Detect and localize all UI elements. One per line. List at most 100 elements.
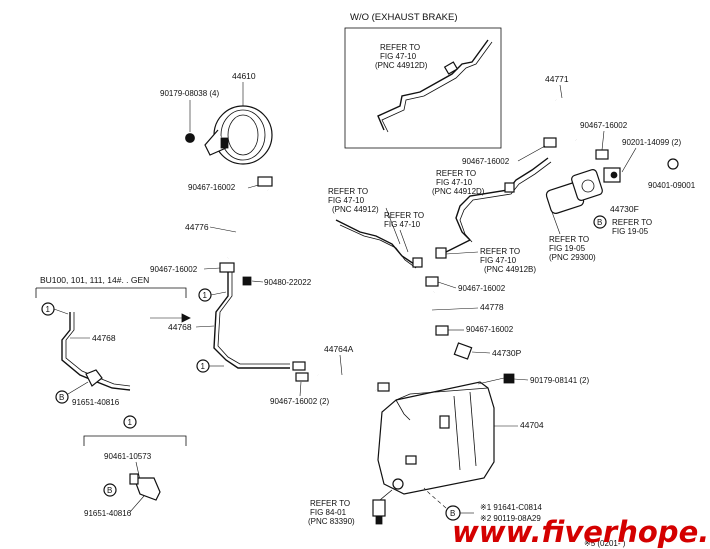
mid-b-refer-3: (PNC 44912B) <box>484 265 536 274</box>
inset-box: W/O (EXHAUST BRAKE) REFER TO FIG 47-10 (… <box>344 12 502 149</box>
sensor-tip <box>375 515 383 525</box>
pipe-mid-b <box>339 224 417 269</box>
mid-left-refer-3: (PNC 44912) <box>332 205 379 214</box>
clip-90461 <box>133 477 161 501</box>
label-90467-e: 90467-16002 <box>462 157 510 166</box>
pipe-44768-edge <box>217 272 290 365</box>
bottom-group: REFER TO FIG 84-01 (PNC 83390) B ※1 9164… <box>308 487 626 548</box>
callout-b-variant-text: B <box>59 393 64 402</box>
leader-fig19 <box>551 211 561 235</box>
mid-b-refer-2: FIG 47-10 <box>480 256 517 265</box>
watermark: www.fiverhope.com <box>452 515 710 549</box>
inset-clamp <box>443 61 459 75</box>
pipe-mid-a <box>335 219 415 265</box>
leader-tank-bolt <box>477 377 505 385</box>
leader-callout-1-variant <box>53 308 69 315</box>
tank-44704: 44704 90179-08141 (2) <box>377 373 589 495</box>
label-90480: 90480-22022 <box>264 278 312 287</box>
leader-mid-left <box>385 207 401 245</box>
hose-mid-short <box>445 239 471 253</box>
bottom-refer-3: (PNC 83390) <box>308 517 355 526</box>
leader-90201 <box>621 147 637 173</box>
label-90401: 90401-09001 <box>648 181 696 190</box>
leader-91651-b <box>129 495 145 513</box>
clamp-90467-a <box>257 176 273 187</box>
tank-ring-1 <box>220 109 266 161</box>
top-right-refer-2: FIG 47-10 <box>436 178 473 187</box>
leader-90467-b <box>203 267 221 270</box>
tank-44704-rib-2 <box>469 391 477 467</box>
label-44768-left: 44768 <box>92 333 116 343</box>
label-91651-b: 91651-40816 <box>84 509 132 518</box>
pipe-44768-variant <box>61 312 131 391</box>
leader-44768-main <box>195 325 215 328</box>
clamp-90467-b <box>219 262 235 273</box>
variant-bracket <box>35 287 187 298</box>
clamp-90467-e <box>543 137 557 148</box>
bottom-refer-1: REFER TO <box>310 499 350 508</box>
top-right-refer-1: REFER TO <box>436 169 476 178</box>
valve-44730p <box>453 342 473 360</box>
callout-1-variant-text: 1 <box>46 305 51 314</box>
tank-44704-strap <box>395 399 411 421</box>
hose-44771-inner <box>548 97 578 143</box>
label-90461: 90461-10573 <box>104 452 152 461</box>
inset-frame <box>344 27 502 149</box>
tank-port <box>220 137 229 149</box>
leader-callout-1-top <box>210 291 227 296</box>
mid-center-refer-1: REFER TO <box>384 211 424 220</box>
leader-44776 <box>209 226 237 233</box>
tank-44704-top-edge <box>395 387 489 401</box>
leader-44778 <box>431 307 479 311</box>
clamp-90467-c1 <box>292 361 306 371</box>
leader-44771 <box>559 84 563 99</box>
label-90201: 90201-14099 (2) <box>622 138 681 147</box>
union-90480 <box>242 276 252 286</box>
inset-refer-line3: (PNC 44912D) <box>375 61 428 70</box>
mid-left-refer-1: REFER TO <box>328 187 368 196</box>
variant-group-bu100: BU100, 101, 111, 14#. . GEN 1 44768 B 91… <box>35 275 187 407</box>
right-fig19-refer-1: REFER TO <box>549 235 589 244</box>
clamp-90467-f <box>425 276 439 287</box>
leader-44764a <box>339 354 343 376</box>
pipe-44768-line <box>213 272 290 369</box>
valve-port <box>581 179 595 193</box>
label-90119: ※2 90119-08A29 <box>480 514 541 523</box>
label-44730f: 44730F <box>610 204 639 214</box>
mid-left-refer-2: FIG 47-10 <box>328 196 365 205</box>
inset-pipe <box>377 39 489 131</box>
mid-b-clamp <box>435 247 447 259</box>
label-model-note: BU100, 101, 111, 14#. . GEN <box>40 275 149 285</box>
vacuum-tank-44610: 44610 90179-08038 (4) 90467-16002 <box>160 71 273 192</box>
mid-b-refer-1: REFER TO <box>480 247 520 256</box>
inset-pipe-edge <box>381 41 493 133</box>
callout-b-right-text: B <box>597 218 602 227</box>
right-b-refer-1: REFER TO <box>612 218 652 227</box>
callout-1-detail <box>123 415 137 429</box>
leader-90467-f <box>437 281 457 289</box>
leader-mid-center <box>399 229 409 253</box>
hose-44778-inner <box>413 289 438 337</box>
detail-1-group: 1 90461-10573 B 91651-40816 <box>83 415 187 518</box>
label-90467-c: 90467-16002 (2) <box>270 397 329 406</box>
leader-90467-d <box>601 130 605 151</box>
label-44778: 44778 <box>480 302 504 312</box>
label-90179-08141: 90179-08141 (2) <box>530 376 589 385</box>
label-footnote: ※5 (0201- ) <box>584 539 626 548</box>
bottom-refer-2: FIG 84-01 <box>310 508 347 517</box>
tank-44704-drain <box>405 455 417 465</box>
mid-pipes: REFER TO FIG 47-10 (PNC 44912) REFER TO … <box>328 157 552 274</box>
callout-b-detail-text: B <box>107 486 112 495</box>
leader-90461 <box>135 461 141 481</box>
clamp-90467-c2 <box>295 372 309 382</box>
label-90467-b: 90467-16002 <box>150 265 198 274</box>
tank-44704-plug <box>392 478 404 490</box>
tank-44704-rib-1 <box>453 395 461 471</box>
label-90179-08038: 90179-08038 (4) <box>160 89 219 98</box>
bracket-variant <box>85 369 103 387</box>
valve-head <box>571 169 603 201</box>
clamp-90467-d <box>595 149 609 160</box>
callout-1-main-top-text: 1 <box>203 291 208 300</box>
